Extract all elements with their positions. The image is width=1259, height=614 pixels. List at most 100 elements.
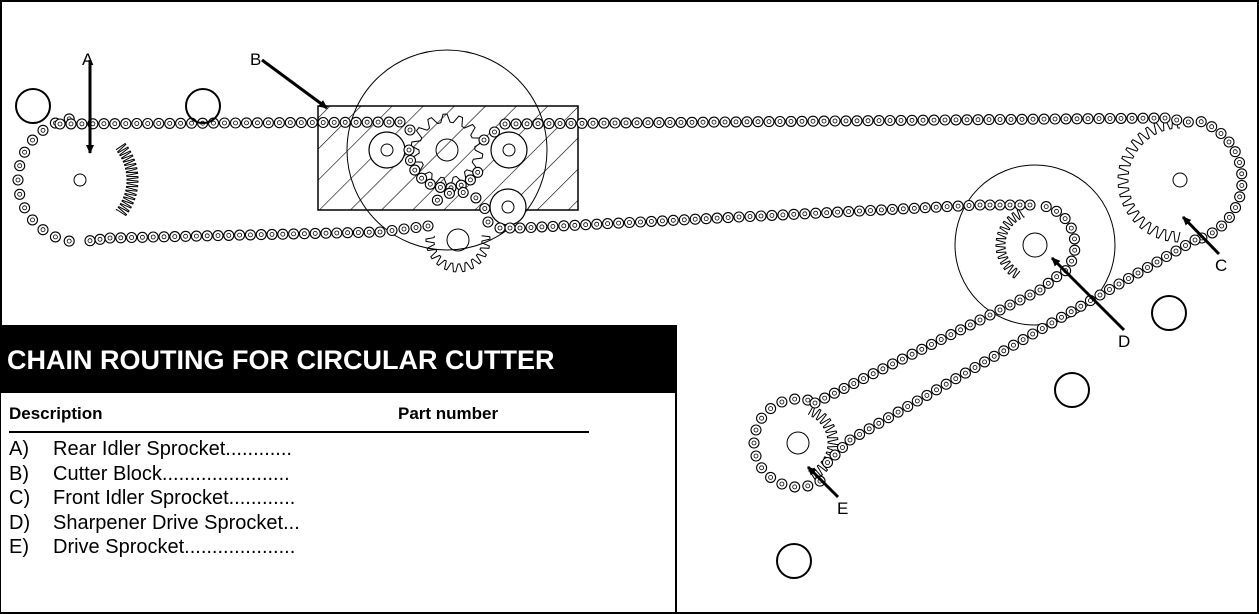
chain-link-pin (485, 219, 491, 225)
chain-link (398, 223, 410, 235)
chain-link (1024, 199, 1036, 211)
chain-link-pin (799, 118, 805, 124)
chain-link (386, 224, 398, 237)
chain-link (126, 231, 138, 244)
chain-link (201, 230, 213, 242)
chain-link (711, 212, 723, 224)
chain-link-pin (758, 213, 764, 219)
chain-link-pin (1030, 116, 1036, 122)
chain-link-pin (1151, 115, 1157, 121)
chain-link (1046, 317, 1058, 329)
chain-link-pin (1045, 280, 1051, 286)
chain-link-pin (193, 233, 199, 239)
chain-link-pin (401, 226, 407, 232)
chain-link (1027, 328, 1039, 340)
chain-link-pin (900, 356, 905, 362)
chain-link (1082, 113, 1094, 125)
chain-link-pin (1027, 292, 1033, 298)
chain-link (799, 208, 811, 220)
chain-link (961, 114, 973, 126)
chain-link-pin (1140, 115, 1146, 121)
chain-link (361, 116, 373, 128)
chain-link (521, 118, 533, 130)
legend-item-text: Sharpener Drive Sprocket... (53, 511, 300, 534)
chain-link (930, 201, 942, 213)
chain-link-pin (134, 121, 140, 126)
chain-link (350, 116, 362, 128)
chain-link-pin (934, 387, 939, 393)
chain-link (744, 210, 756, 223)
chain-link-pin (17, 163, 23, 169)
chain-link (212, 230, 224, 242)
chain-link-pin (1062, 216, 1068, 222)
chain-link-pin (211, 120, 216, 126)
chain-link-pin (434, 197, 440, 203)
chain-link (807, 115, 819, 127)
sprocket-hub (435, 138, 459, 162)
chain-link-pin (953, 117, 959, 123)
chain-link-pin (955, 203, 961, 209)
chain-link (613, 217, 625, 229)
chain-link (1005, 113, 1017, 125)
chain-link-pin (524, 121, 530, 127)
legend-item-key: E) (9, 536, 29, 558)
chain-link-pin (513, 121, 519, 127)
chain-link-pin (832, 390, 837, 396)
chain-link (873, 417, 885, 429)
mounting-hole (1151, 295, 1187, 331)
chain-link (565, 117, 577, 129)
chain-link-pin (1008, 117, 1014, 122)
chain-link-pin (879, 207, 884, 213)
chain-link (1160, 250, 1173, 263)
chain-link-pin (840, 445, 845, 450)
chain-link (1170, 245, 1182, 257)
chain-link-pin (178, 120, 184, 126)
chain-link (785, 115, 797, 127)
chain-link (266, 228, 278, 240)
chain-link-pin (247, 232, 253, 238)
mounting-hole (1054, 372, 1090, 408)
chain-link (1071, 113, 1083, 125)
chain-link-pin (835, 209, 840, 215)
chain-link-pin (722, 119, 728, 125)
chain-link (251, 117, 263, 129)
chain-link (1229, 146, 1241, 158)
chain-link (1014, 199, 1026, 211)
chain-link-pin (355, 230, 361, 235)
chain-link (867, 368, 879, 380)
chain-link-pin (481, 137, 487, 143)
chain-link (339, 116, 351, 128)
chain-link (394, 116, 406, 128)
chain-link (1234, 191, 1246, 203)
chain-link (906, 114, 918, 126)
chain-link-pin (291, 231, 297, 237)
chain-link (836, 441, 849, 454)
chain-link-pin (156, 121, 162, 126)
chain-link-pin (539, 224, 545, 230)
chain-link-pin (1069, 258, 1074, 264)
chain-link-pin (911, 205, 917, 211)
chain-link (288, 228, 300, 240)
chain-link (935, 333, 947, 346)
chain-link (802, 480, 814, 492)
chain-link-pin (517, 225, 523, 231)
chain-link-pin (670, 217, 676, 223)
chain-link-pin (1209, 230, 1215, 236)
chain-link-pin (419, 175, 425, 181)
chain-link (403, 144, 415, 156)
chain-link (789, 481, 801, 493)
chain-link (763, 116, 775, 128)
legend-item-text: Front Idler Sprocket............ (53, 487, 296, 509)
chain-link-pin (645, 120, 651, 126)
chain-link (634, 216, 647, 228)
sprocket-hub (1022, 232, 1048, 258)
chain-link (919, 202, 931, 214)
chain-link (810, 207, 822, 219)
chain-link-pin (938, 337, 944, 342)
callout-arrow-c (1181, 215, 1221, 256)
front-idler-sprocket (1117, 117, 1188, 243)
chain-link (482, 216, 494, 228)
chain-link (1132, 267, 1144, 279)
chain-link (887, 358, 899, 370)
chain-link-pin (215, 233, 221, 239)
